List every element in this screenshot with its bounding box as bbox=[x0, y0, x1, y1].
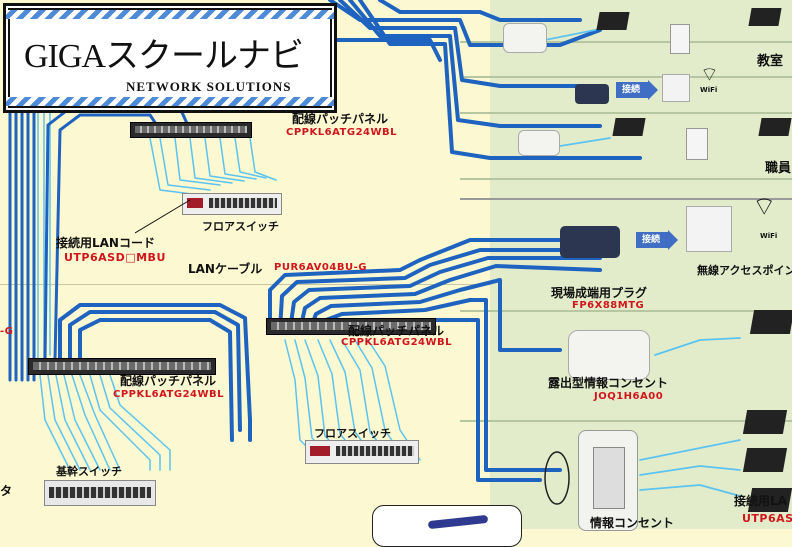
info-outlet-device bbox=[578, 430, 638, 531]
field-plug-device bbox=[575, 84, 609, 104]
lan-cable-model: PUR6AV04BU-G bbox=[274, 262, 367, 273]
room-label-classroom: 教室 bbox=[757, 54, 784, 69]
surface-outlet-device bbox=[518, 130, 560, 156]
patch-panel-mid-right bbox=[266, 318, 436, 335]
connect-arrow: 接続 bbox=[616, 80, 659, 100]
room-label-staff: 職員 bbox=[765, 161, 792, 176]
room-divider bbox=[460, 178, 792, 180]
logo-stripe bbox=[6, 97, 334, 106]
patch-panel-top bbox=[130, 122, 252, 138]
laptop-icon bbox=[748, 8, 782, 26]
logo-subtitle: NETWORK SOLUTIONS bbox=[126, 79, 292, 94]
wifi-label: WiFi bbox=[760, 232, 778, 240]
laptop-icon bbox=[758, 118, 792, 136]
surface-outlet-model: JOQ1H6A00 bbox=[594, 391, 664, 402]
logo-title: GIGAスクールナビ bbox=[24, 38, 304, 75]
connect-arrow: 接続 bbox=[636, 230, 679, 250]
patch-panel-top-model: CPPKL6ATG24WBL bbox=[286, 127, 398, 138]
surface-outlet-name: 露出型情報コンセント bbox=[548, 376, 669, 390]
core-switch bbox=[44, 480, 156, 506]
room-divider bbox=[460, 310, 792, 312]
lan-cord-right-name: 接続用LA bbox=[734, 494, 787, 508]
lan-cord-right-model: UTP6AS bbox=[742, 512, 792, 525]
field-plug-model: FP6X88MTG bbox=[572, 300, 645, 311]
patch-panel-mid-right-name: 配線パッチパネル bbox=[348, 324, 445, 338]
room-divider bbox=[460, 112, 792, 114]
field-plug-name: 現場成端用プラグ bbox=[551, 286, 648, 300]
surface-outlet-big bbox=[568, 330, 650, 380]
floor-switch-top-name: フロアスイッチ bbox=[202, 220, 279, 233]
lan-cable-name: LANケーブル bbox=[188, 262, 263, 276]
surface-outlet-device bbox=[503, 23, 547, 53]
giga-school-navi-logo: GIGAスクールナビ NETWORK SOLUTIONS bbox=[3, 3, 337, 113]
wall-outlet-device bbox=[670, 24, 690, 54]
laptop-icon bbox=[612, 118, 646, 136]
core-switch-name: 基幹スイッチ bbox=[56, 465, 122, 478]
laptop-icon bbox=[749, 310, 792, 334]
lan-cord-left-name: 接続用LANコード bbox=[56, 236, 155, 250]
floor-switch-mid bbox=[305, 440, 419, 464]
floor-switch-mid-name: フロアスイッチ bbox=[314, 427, 391, 440]
access-point-device bbox=[662, 74, 690, 102]
room-divider bbox=[460, 198, 792, 200]
logo-stripe bbox=[6, 10, 334, 19]
callout-line bbox=[135, 199, 191, 234]
patch-panel-top-name: 配線パッチパネル bbox=[292, 112, 389, 126]
patch-panel-mid-right-model: CPPKL6ATG24WBL bbox=[341, 337, 453, 348]
room-divider bbox=[460, 420, 792, 422]
callout-bubble bbox=[372, 505, 522, 547]
field-plug-device bbox=[560, 226, 620, 258]
info-outlet-name: 情報コンセント bbox=[590, 516, 675, 530]
floor-switch-top bbox=[182, 193, 282, 215]
patch-panel-mid-left-name: 配線パッチパネル bbox=[120, 374, 217, 388]
patch-panel-mid-left bbox=[28, 358, 216, 375]
lan-cord-left-model: UTP6ASD□MBU bbox=[64, 251, 166, 264]
patch-panel-mid-left-model: CPPKL6ATG24WBL bbox=[113, 389, 225, 400]
wireless-ap-device bbox=[686, 206, 732, 252]
room-divider bbox=[460, 41, 792, 43]
wireless-ap-name: 無線アクセスポイント bbox=[697, 264, 792, 277]
laptop-icon bbox=[742, 410, 788, 434]
laptop-icon bbox=[596, 12, 630, 30]
laptop-icon bbox=[742, 448, 788, 472]
room-divider bbox=[460, 76, 792, 78]
partial-model-left: -G bbox=[0, 326, 14, 337]
partial-router-label: タ bbox=[0, 484, 13, 498]
wall-outlet-device bbox=[686, 128, 708, 160]
floor-divider bbox=[0, 284, 490, 285]
wifi-icon: ⌔ bbox=[752, 192, 777, 222]
wifi-label: WiFi bbox=[700, 86, 718, 94]
wifi-icon: ⌔ bbox=[700, 62, 719, 86]
